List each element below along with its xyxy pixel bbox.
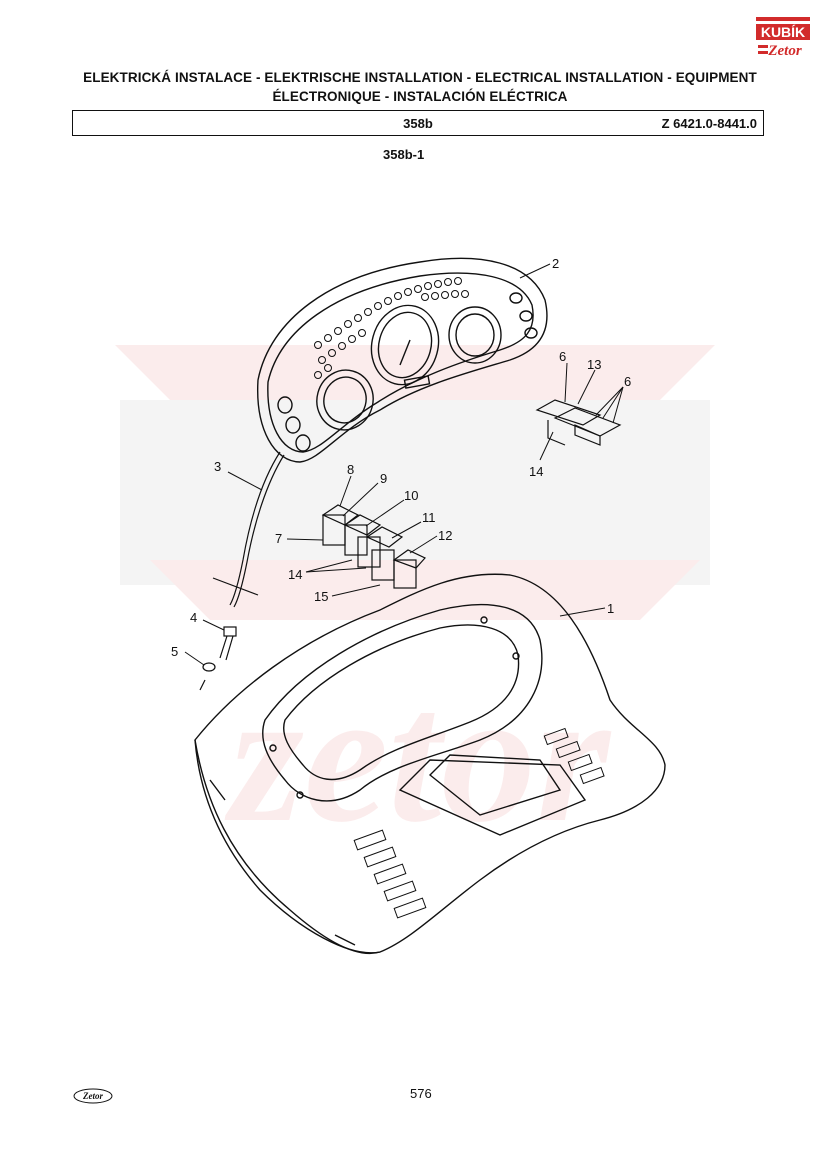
callout-10: 10 (404, 488, 418, 503)
callout-3: 3 (214, 459, 221, 474)
callout-6b: 6 (624, 374, 631, 389)
watermark: zetor (115, 345, 715, 862)
cable (212, 451, 285, 608)
svg-text:Zetor: Zetor (767, 43, 801, 59)
callout-12: 12 (438, 528, 452, 543)
svg-text:KUBÍK: KUBÍK (761, 24, 805, 40)
page-number: 576 (410, 1086, 432, 1101)
callout-14: 14 (529, 464, 543, 479)
callout-11: 11 (422, 510, 436, 525)
dashboard-cover (194, 573, 666, 955)
instrument-cluster (257, 257, 548, 463)
bolt-and-washer (199, 626, 237, 691)
callout-14b: 14 (288, 567, 302, 582)
callout-2: 2 (552, 256, 559, 271)
group-code: 358b (403, 116, 433, 131)
callout-1: 1 (607, 601, 614, 616)
callout-13: 13 (587, 357, 601, 372)
figure-code: 358b-1 (383, 147, 425, 162)
callout-4: 4 (190, 610, 197, 625)
reference-box: 358b Z 6421.0-8441.0 (72, 110, 764, 136)
callout-9: 9 (380, 471, 387, 486)
svg-text:Zetor: Zetor (82, 1091, 103, 1101)
callouts: 1 2 3 4 5 6 13 6 14 8 9 10 11 7 12 14 15 (171, 256, 631, 659)
page-title-line-2: ÉLECTRONIQUE - INSTALACIÓN ELÉCTRICA (272, 89, 568, 104)
leader-lines (184, 263, 624, 666)
kubik-zetor-logo: KUBÍK Zetor (756, 17, 810, 59)
callout-8: 8 (347, 462, 354, 477)
switch-block (321, 504, 426, 589)
callout-5: 5 (171, 644, 178, 659)
callout-6: 6 (559, 349, 566, 364)
svg-text:zetor: zetor (224, 652, 612, 862)
callout-15: 15 (314, 589, 328, 604)
callout-7: 7 (275, 531, 282, 546)
model-range: Z 6421.0-8441.0 (661, 116, 757, 131)
page-title-line-1: ELEKTRICKÁ INSTALACE - ELEKTRISCHE INSTA… (83, 70, 757, 85)
zetor-footer-logo: Zetor (73, 1088, 113, 1104)
small-switches (535, 399, 622, 446)
